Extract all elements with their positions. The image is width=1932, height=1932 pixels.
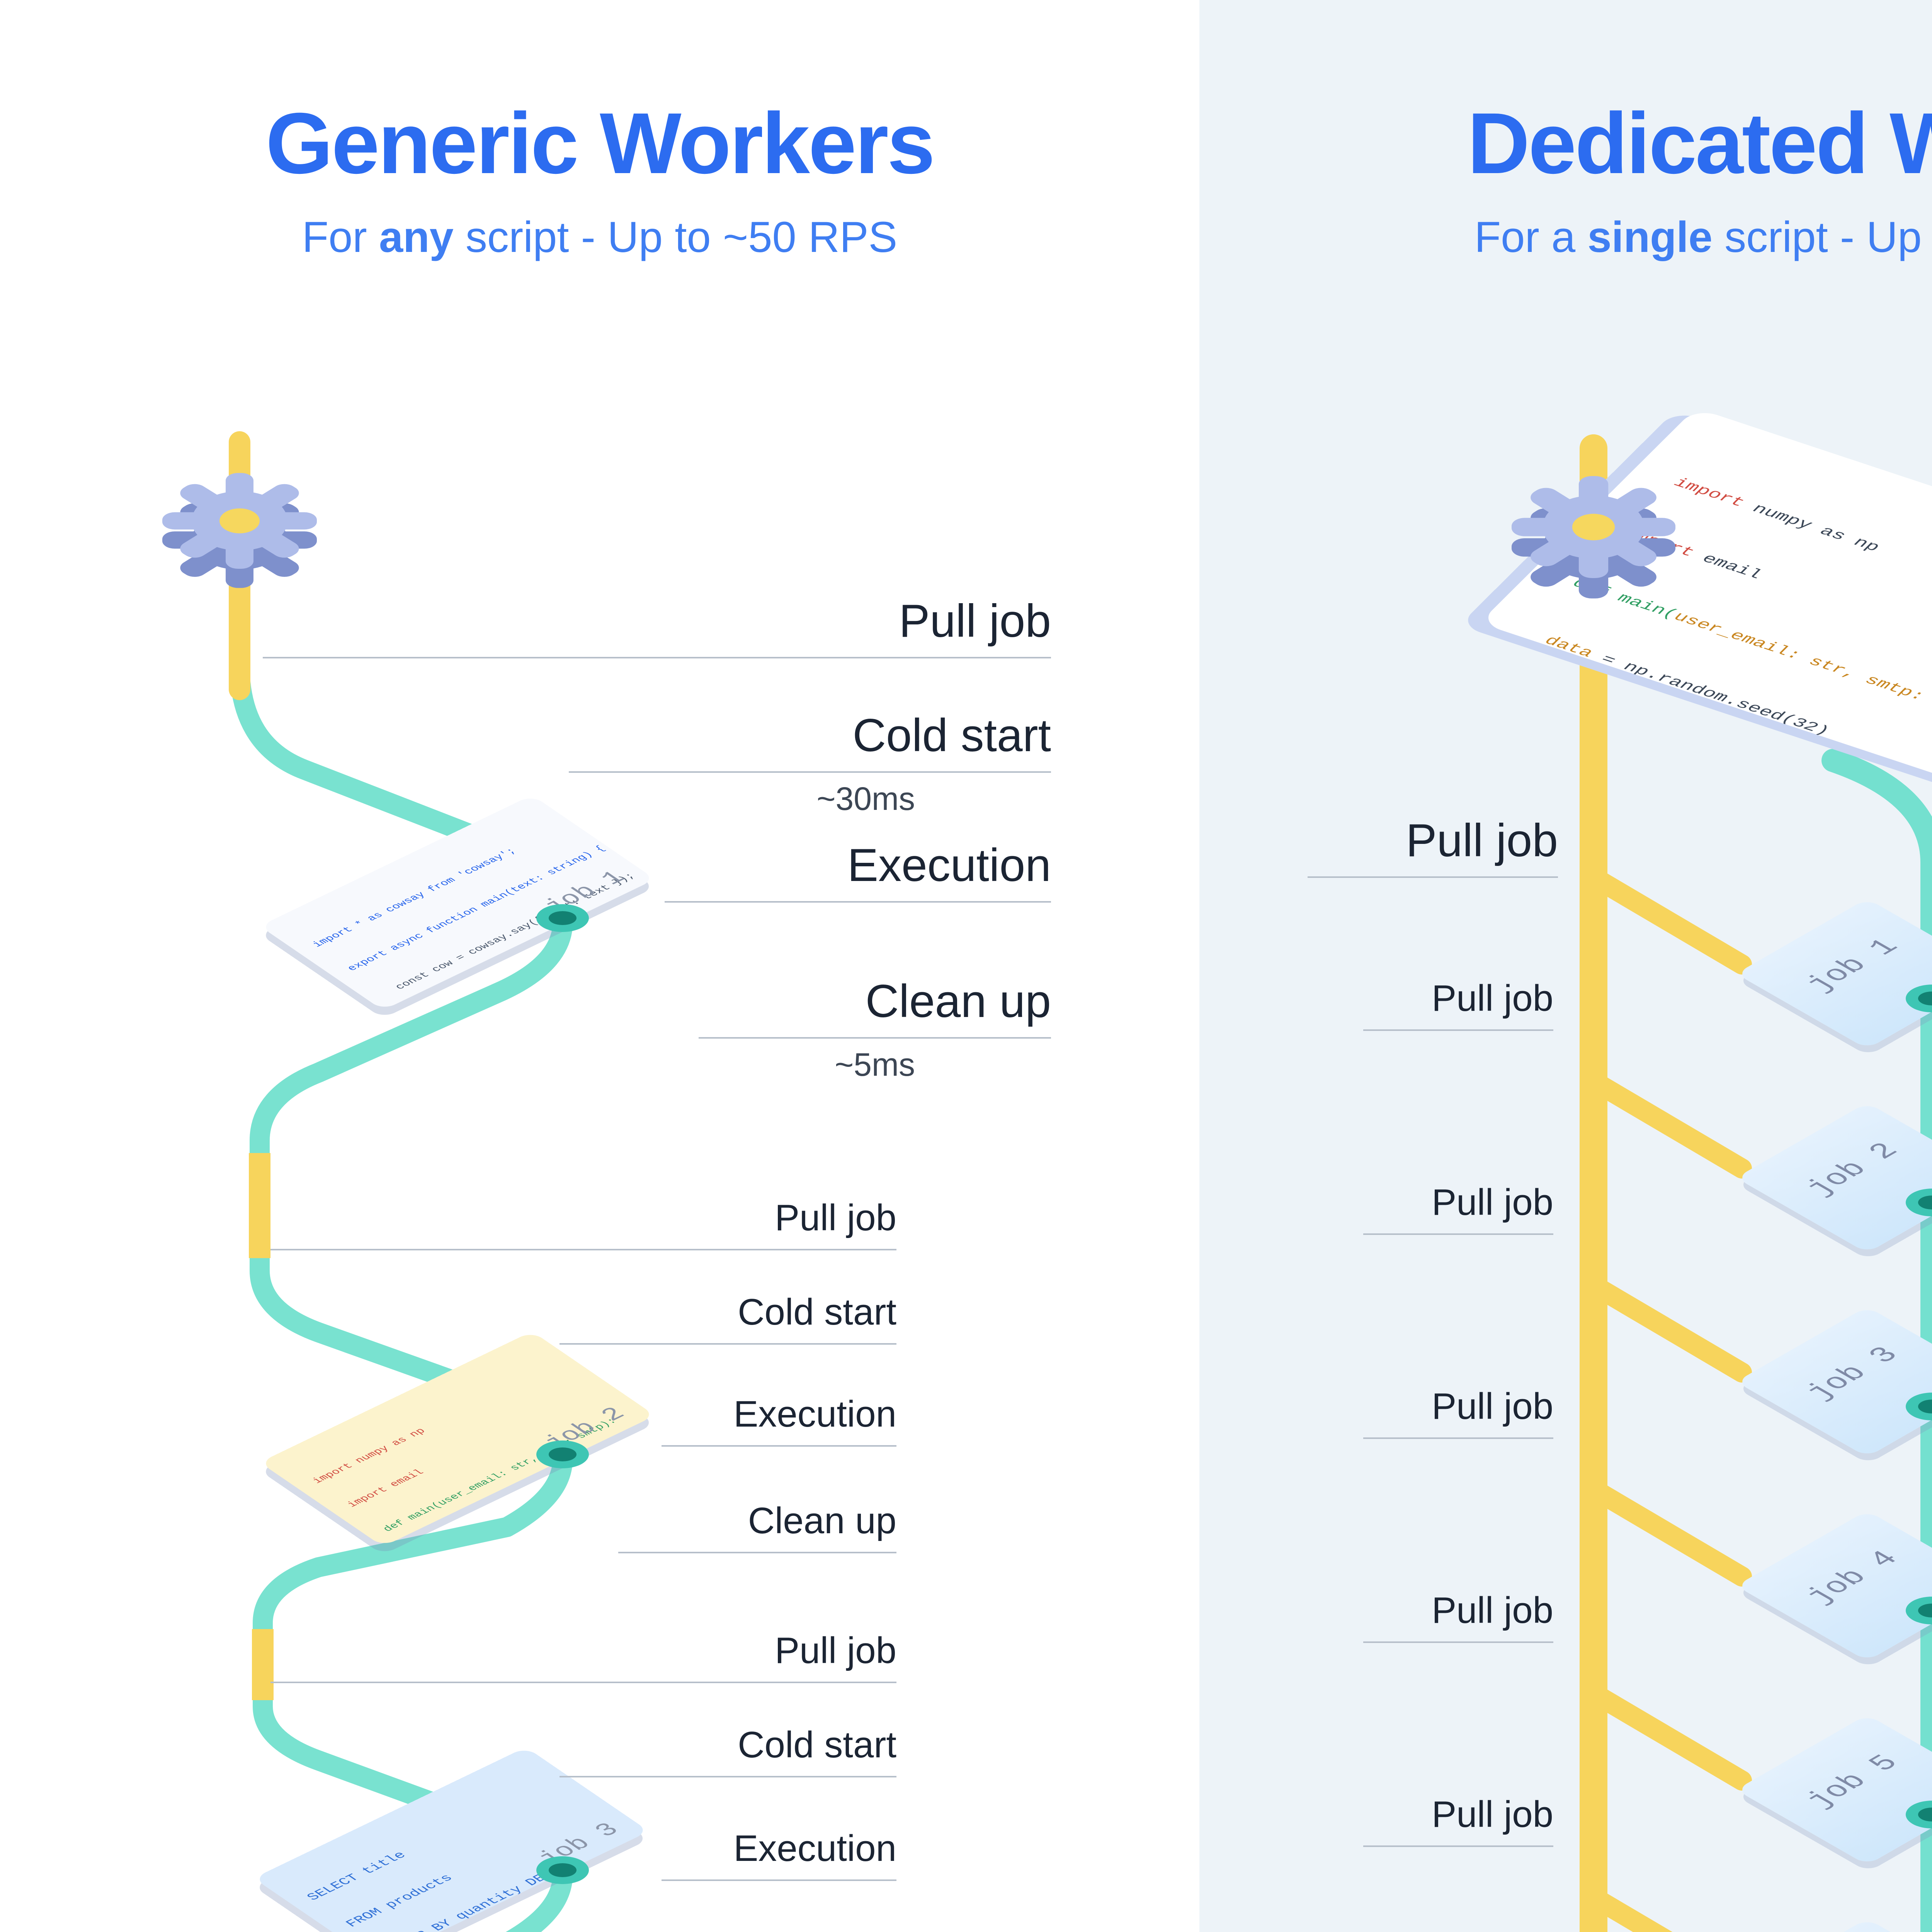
job-card-2: import numpy as np import email def main… xyxy=(260,1331,655,1547)
label-clean-time: ~5ms xyxy=(835,1048,915,1083)
subtitle-text: script - Up to ~1,000 RPS xyxy=(1725,213,1932,261)
subtitle-text: script - Up to ~50 RPS xyxy=(453,213,898,261)
job-tag: job 4 xyxy=(1799,1546,1907,1609)
label-pull-job: Pull job xyxy=(263,597,1051,658)
label-pull-job: Pull job xyxy=(270,1198,896,1250)
label-cold-start: Cold start xyxy=(560,1292,896,1345)
label-execution: Execution xyxy=(665,841,1051,902)
subtitle-text: For xyxy=(302,213,379,261)
label-pull-job: Pull job xyxy=(1308,816,1558,878)
subtitle-text: For a xyxy=(1474,213,1588,261)
label-execution: Execution xyxy=(662,1828,896,1881)
left-panel-title: Generic Workers xyxy=(265,94,935,192)
job-1-code: import * as cowsay from 'cowsay'; export… xyxy=(260,795,655,1010)
left-panel-subtitle: For any script - Up to ~50 RPS xyxy=(93,213,1107,263)
job-2-code: import numpy as np import email def main… xyxy=(260,1331,655,1546)
code-token: numpy as np xyxy=(1736,498,1883,556)
label-pull-job: Pull job xyxy=(1363,1182,1553,1235)
label-clean-up: Clean up xyxy=(618,1501,896,1553)
subtitle-bold: any xyxy=(379,213,454,261)
label-pull-job: Pull job xyxy=(1363,978,1553,1031)
label-pull-job: Pull job xyxy=(270,1631,896,1683)
code-token: import xyxy=(1618,526,1698,561)
job-card-1: import * as cowsay from 'cowsay'; export… xyxy=(260,795,655,1010)
label-clean-up: Clean up xyxy=(699,977,1051,1038)
label-pull-job: Pull job xyxy=(1363,1794,1553,1847)
code-token: import xyxy=(1668,476,1748,511)
label-execution: Execution xyxy=(662,1394,896,1447)
right-panel-title: Dedicated Workers xyxy=(1467,94,1932,192)
job-tag: job 3 xyxy=(1799,1342,1907,1405)
job-tag: job 1 xyxy=(1799,934,1907,997)
label-pull-job: Pull job xyxy=(1363,1590,1553,1643)
gear-icon xyxy=(162,473,317,588)
label-cold-start: Cold start xyxy=(560,1725,896,1777)
label-cold-time: ~30ms xyxy=(816,782,915,818)
subtitle-bold: single xyxy=(1587,213,1713,261)
code-line: return cow; xyxy=(451,923,655,1010)
code-token: def main( xyxy=(1568,576,1682,622)
right-panel-subtitle: For a single script - Up to ~1,000 RPS xyxy=(1292,213,1932,263)
label-pull-job: Pull job xyxy=(1363,1386,1553,1439)
job-tag: job 2 xyxy=(1799,1138,1907,1201)
code-token: email xyxy=(1685,548,1765,583)
job-tag: job 5 xyxy=(1799,1750,1907,1813)
label-cold-start: Cold start xyxy=(569,711,1051,772)
code-line: } xyxy=(487,947,655,1010)
